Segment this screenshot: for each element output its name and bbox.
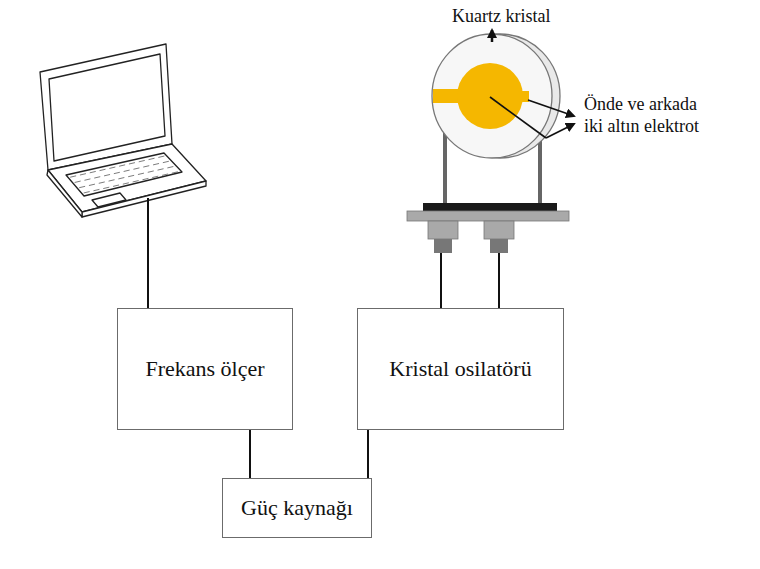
key-stroke	[167, 167, 173, 168]
key-stroke	[163, 161, 169, 162]
key-stroke	[104, 174, 110, 175]
key-stroke	[113, 185, 119, 186]
key-stroke	[128, 175, 134, 176]
box-label: Güç kaynağı	[241, 495, 353, 520]
key-stroke	[100, 169, 106, 170]
wire-connector	[367, 430, 369, 478]
key-stroke	[142, 178, 148, 179]
key-stroke	[139, 160, 145, 161]
key-stroke	[114, 172, 120, 173]
part-label: Kuartz kristal	[452, 6, 550, 28]
key-stroke	[90, 171, 96, 172]
key-stroke	[172, 172, 178, 173]
key-stroke	[94, 177, 100, 178]
part-label: Önde ve arkada iki altın elektrot	[584, 94, 720, 137]
key-stroke	[93, 189, 99, 190]
key-stroke	[79, 186, 85, 187]
key-stroke	[89, 184, 95, 185]
text-group: Kristal osilatörü	[389, 356, 531, 381]
key-stroke	[162, 174, 168, 175]
quartz-crystal	[407, 34, 569, 253]
key-stroke	[103, 187, 109, 188]
key-stroke	[75, 181, 81, 182]
key-stroke	[143, 166, 149, 167]
key-stroke	[152, 176, 158, 177]
box-label: Kristal osilatörü	[389, 356, 531, 381]
pin-wire	[440, 253, 442, 308]
key-stroke	[158, 169, 164, 170]
key-stroke	[153, 163, 159, 164]
cable	[147, 198, 149, 308]
key-stroke	[99, 182, 105, 183]
key-stroke	[84, 179, 90, 180]
key-stroke	[158, 156, 164, 157]
key-stroke	[149, 158, 155, 159]
key-stroke	[129, 163, 135, 164]
key-stroke	[109, 180, 115, 181]
key-stroke	[80, 174, 86, 175]
process-box: Güç kaynağı	[222, 478, 372, 538]
pin-wire	[498, 253, 500, 308]
leader-arrow	[528, 100, 574, 116]
key-stroke	[124, 170, 130, 171]
leader-arrow	[546, 124, 574, 138]
key-stroke	[119, 165, 125, 166]
process-box: Kristal osilatörü	[357, 308, 564, 430]
key-stroke	[133, 168, 139, 169]
key-stroke	[123, 183, 129, 184]
box-label: Frekans ölçer	[145, 356, 264, 381]
key-stroke	[118, 178, 124, 179]
laptop-icon	[40, 44, 206, 217]
key-stroke	[133, 181, 139, 182]
key-stroke	[70, 176, 76, 177]
process-box: Frekans ölçer	[117, 308, 293, 430]
wire-connector	[249, 430, 251, 478]
key-stroke	[84, 192, 90, 193]
key-stroke	[138, 173, 144, 174]
key-stroke	[109, 167, 115, 168]
key-stroke	[148, 171, 154, 172]
text-group: Frekans ölçer	[145, 356, 264, 381]
text-group: Güç kaynağı	[241, 495, 353, 520]
leader-arrow	[491, 30, 494, 42]
